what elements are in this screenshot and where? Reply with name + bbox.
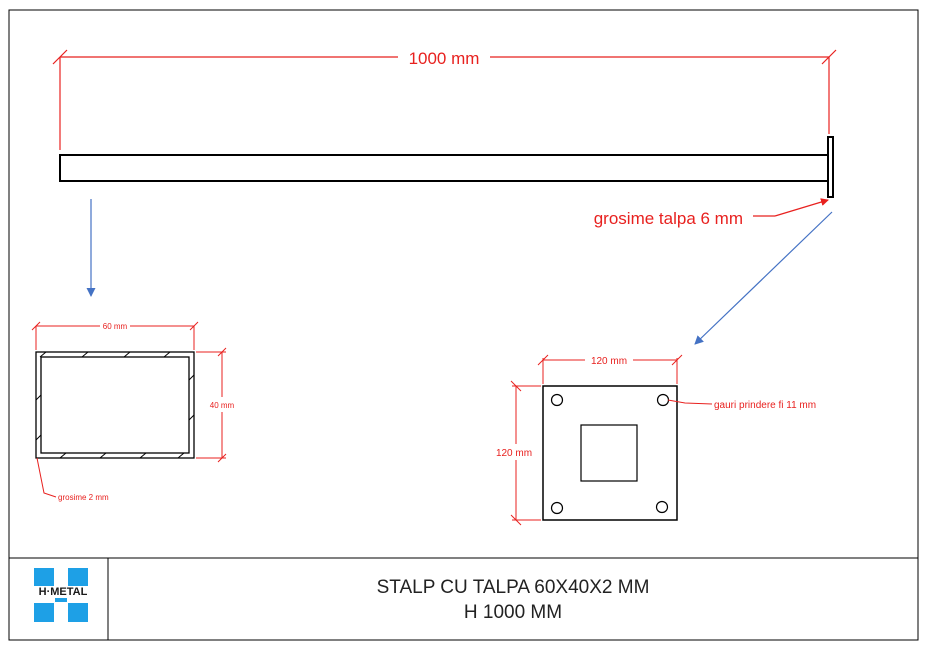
mounting-hole-br [655,500,669,514]
tube-height-dimension [196,347,227,463]
length-dimension [52,49,837,150]
tube-height-label: 40 mm [210,401,235,410]
base-plate-side-view [827,136,834,198]
tube-width-label: 60 mm [103,322,128,331]
tube-cross-section [35,351,195,459]
plate-height-dimension [510,380,541,526]
drawing-title: STALP CU TALPA 60X40X2 MM [376,577,650,598]
plate-height-label: 120 mm [496,448,532,459]
title-block: STALP CU TALPA 60X40X2 MM H 1000 MM [109,560,917,640]
plate-width-dimension [537,354,683,384]
drawing-border [8,9,919,641]
mounting-hole-bl [550,501,564,515]
plate-thickness-arrow [774,198,829,217]
plate-width-label: 120 mm [591,356,627,367]
drawing-subtitle: H 1000 MM [463,602,563,623]
mounting-hole-tl [550,393,564,407]
section-arrow-plate [694,211,833,345]
post-side-view [59,154,829,182]
holes-leader [667,399,713,405]
mounting-hole-tr [656,393,670,407]
h-metal-logo [34,568,88,622]
plate-thickness-label: grosime talpa 6 mm [594,209,743,228]
base-plate-plan [542,385,678,521]
logo-text: H·METAL [31,586,95,598]
length-dimension-label: 1000 mm [409,49,480,68]
tube-width-dimension [31,321,199,350]
tube-footprint [580,424,638,482]
tube-wall-label: grosime 2 mm [58,493,109,502]
holes-label: gauri prindere fi 11 mm [714,400,816,411]
tube-wall-leader [36,457,57,498]
